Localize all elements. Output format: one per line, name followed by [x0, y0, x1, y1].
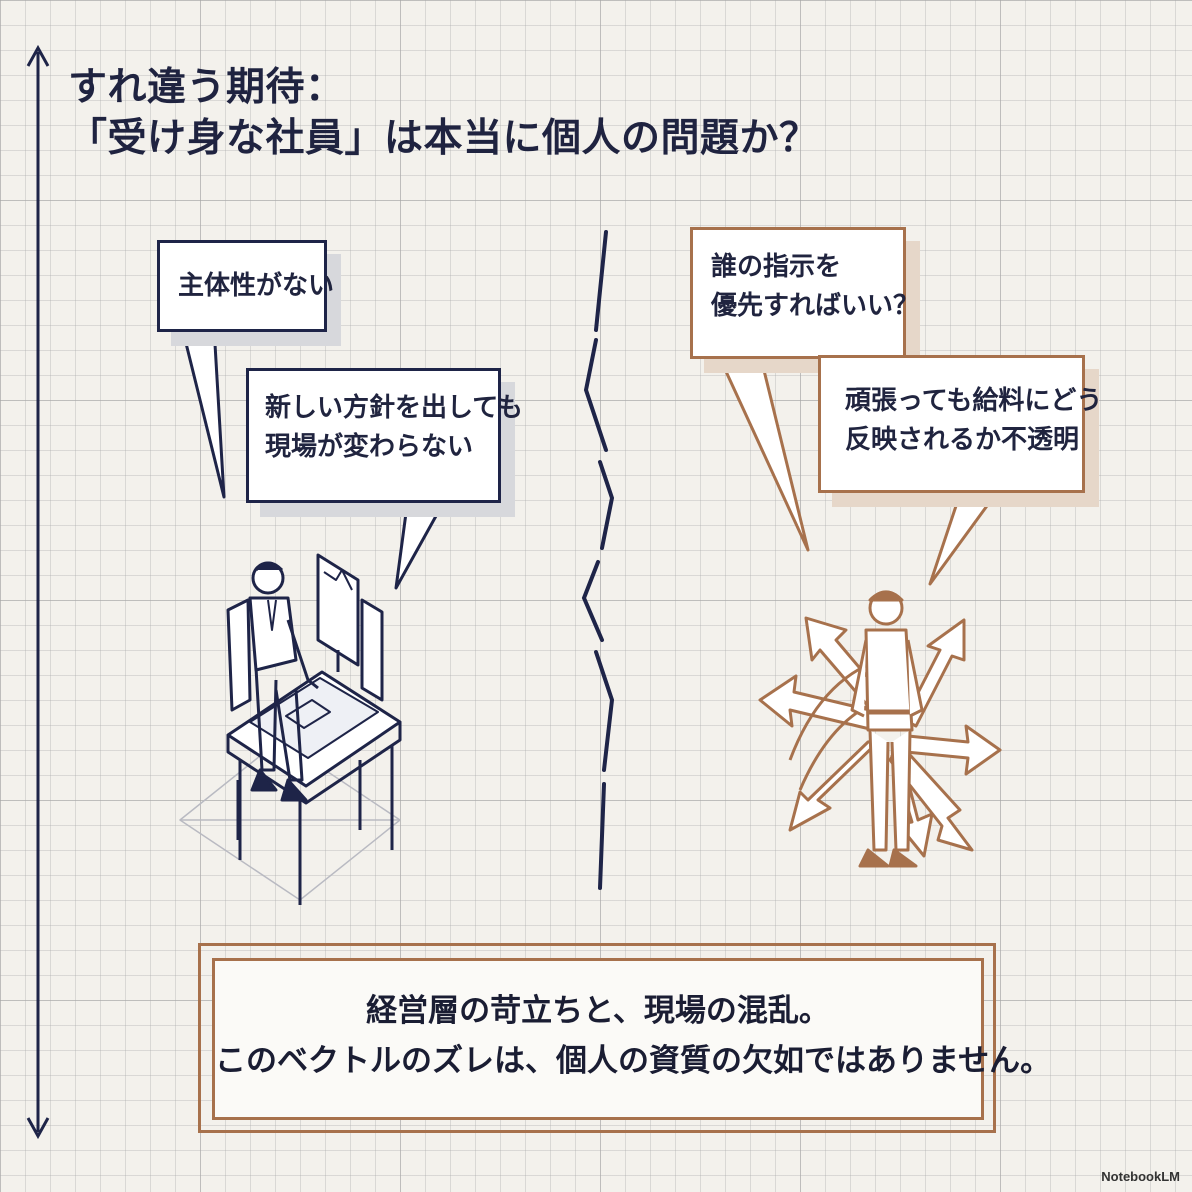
office-worker-at-desk-icon	[179, 553, 402, 905]
bubble-text-line-1: 頑張っても給料にどう	[845, 386, 1103, 416]
worker-with-scattered-arrows-icon	[758, 590, 1002, 868]
speech-bubble-lack-initiative: 主体性がない	[157, 240, 335, 332]
bubble-text-line-2: 反映されるか不透明	[845, 425, 1080, 455]
notebooklm-watermark: NotebookLM	[1101, 1169, 1180, 1184]
title-line-2: 「受け身な社員」は本当に個人の問題か？	[68, 116, 819, 162]
conclusion-box: 経営層の苛立ちと、現場の混乱。 このベクトルのズレは、個人の資質の欠如ではありま…	[212, 958, 1052, 1120]
bubble-text-line-2: 優先すればいい？	[711, 291, 920, 321]
bubble-text-line-1: 誰の指示を	[711, 252, 842, 282]
speech-bubble-whose-instructions: 誰の指示を 優先すればいい？	[690, 227, 920, 359]
slide-title: すれ違う期待： 「受け身な社員」は本当に個人の問題か？	[68, 62, 819, 165]
speech-bubble-policy-no-change: 新しい方針を出しても 現場が変わらない	[246, 368, 523, 503]
speech-bubble-salary-unclear: 頑張っても給料にどう 反映されるか不透明	[818, 355, 1103, 493]
broken-divider	[581, 230, 615, 890]
watermark-text: NotebookLM	[1101, 1169, 1180, 1184]
bubble-text-line-2: 現場が変わらない	[265, 432, 474, 462]
bubble-text: 主体性がない	[178, 271, 335, 301]
bubble-text-line-1: 新しい方針を出しても	[265, 393, 523, 423]
vertical-axis-arrow	[26, 44, 50, 1140]
conclusion-line-2: このベクトルのズレは、個人の資質の欠如ではありません。	[215, 1042, 1052, 1079]
conclusion-line-1: 経営層の苛立ちと、現場の混乱。	[366, 993, 830, 1029]
title-line-1: すれ違う期待：	[68, 65, 345, 110]
conclusion-frame	[198, 943, 996, 1133]
